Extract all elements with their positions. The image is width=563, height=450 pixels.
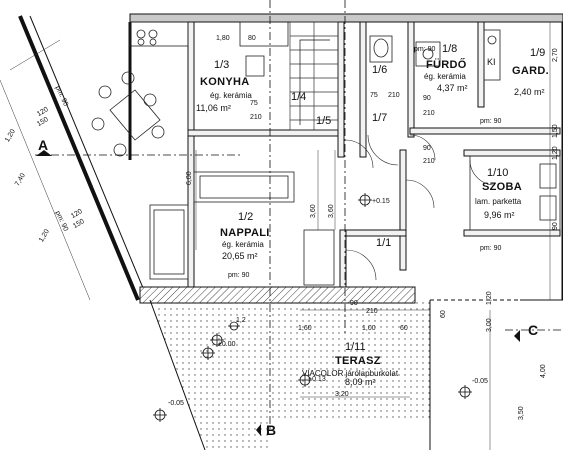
room-id-szoba: 1/10 xyxy=(487,167,509,179)
dim-r-300: 3,00 xyxy=(486,318,493,332)
dim-top-80: 80 xyxy=(248,35,256,42)
dim-210a: 210 xyxy=(250,114,262,121)
dim-terrace-a: 1,2 xyxy=(236,317,246,324)
living-furniture xyxy=(149,171,335,286)
door-swings xyxy=(344,134,496,281)
room-material-szoba: lam. parketta xyxy=(475,197,522,206)
room-id-r15: 1/5 xyxy=(316,115,332,127)
dim-terrace-320: 3,20 xyxy=(335,391,349,398)
dim-600: 6,00 xyxy=(186,171,193,185)
room-name-terasz: TERASZ xyxy=(335,355,381,367)
terrace-paving-right xyxy=(410,300,430,420)
room-name-furdo: FÜRDŐ xyxy=(426,59,467,71)
dim-75b: 75 xyxy=(370,92,378,99)
level-garden: -0.05 xyxy=(168,400,184,407)
room-id-r16: 1/6 xyxy=(372,64,388,76)
staircase xyxy=(289,21,339,131)
level-markers xyxy=(153,193,472,422)
dim-210c: 210 xyxy=(423,110,435,117)
terrace-paving xyxy=(150,300,430,450)
dim-terrace-160: 1,60 xyxy=(298,325,312,332)
room-material-furdo: ég. kerámia xyxy=(424,72,466,81)
dim-360b: 3,60 xyxy=(328,204,335,218)
room-material-terasz: VIACOLOR járólapburkolat xyxy=(302,369,399,378)
dim-terrace-90: 90 xyxy=(350,300,358,307)
room-name-nappali: NAPPALI xyxy=(220,227,270,239)
dim-r-120b: 1,20 xyxy=(486,291,493,305)
level-terrace-a: ±0.00 xyxy=(218,341,236,348)
dining-table xyxy=(91,71,165,157)
room-area-konyha: 11,06 m² xyxy=(196,103,231,113)
dim-75a: 75 xyxy=(250,100,258,107)
room-id-terasz: 1/11 xyxy=(345,341,366,353)
interior-walls xyxy=(187,21,561,288)
room-material-konyha: ég. kerámia xyxy=(210,91,252,100)
dim-210b: 210 xyxy=(388,92,400,99)
dim-pm90-e: pm: 90 xyxy=(480,118,502,125)
section-a-label: A xyxy=(38,137,49,153)
dim-90b: 90 xyxy=(423,145,431,152)
dim-360a: 3,60 xyxy=(310,204,317,218)
dim-r-350: 3,50 xyxy=(518,406,525,420)
level-terrace-c: -0.05 xyxy=(472,378,488,385)
room-area-gard: 2,40 m² xyxy=(514,87,545,97)
dim-r-60: 60 xyxy=(440,310,447,318)
dim-pm90-f: pm: 90 xyxy=(414,46,436,53)
room-area-terasz: 8,09 m² xyxy=(345,377,376,387)
room-id-furdo: 1/8 xyxy=(442,43,458,55)
section-a-arrow xyxy=(36,150,52,156)
bed xyxy=(469,155,561,231)
room-name-gard: GARD. xyxy=(512,65,549,77)
dim-top-180: 1,80 xyxy=(216,35,230,42)
dim-r-120: 1,20 xyxy=(552,146,559,160)
room-name-szoba: SZOBA xyxy=(482,181,522,193)
room-id-konyha: 1/3 xyxy=(214,59,230,71)
section-b-arrow xyxy=(256,424,261,436)
dim-pm90-c: pm: 90 xyxy=(228,272,250,279)
room-material-nappali: ég. kerámia xyxy=(222,240,264,249)
level-terrace-b: +0.13 xyxy=(308,376,326,383)
dim-r-400: 4,00 xyxy=(540,364,547,378)
dim-terrace-60: 60 xyxy=(400,325,408,332)
dim-90a: 90 xyxy=(423,95,431,102)
level-hall: +0.15 xyxy=(372,198,390,205)
dim-terrace-210: 210 xyxy=(366,308,378,315)
room-id-r11: 1/1 xyxy=(376,237,392,249)
dim-terrace-100: 1,00 xyxy=(362,325,376,332)
room-name-konyha: KONYHA xyxy=(200,76,250,88)
dim-210d: 210 xyxy=(423,158,435,165)
bathroom-fixtures xyxy=(369,29,501,81)
dim-pm90-d: pm: 90 xyxy=(480,245,502,252)
room-id-gard: 1/9 xyxy=(530,47,546,59)
room-id-r17: 1/7 xyxy=(372,112,388,124)
dimension-lines xyxy=(0,22,551,450)
room-area-nappali: 20,65 m² xyxy=(222,251,258,261)
kitchen-units xyxy=(129,21,289,77)
room-id-nappali: 1/2 xyxy=(238,211,254,223)
fixture-ki: KI xyxy=(487,57,496,67)
section-c-label: C xyxy=(528,322,539,338)
dim-r-150: 1,50 xyxy=(552,124,559,138)
dim-r-270: 2,70 xyxy=(552,48,559,62)
section-lines xyxy=(35,0,563,430)
dim-r-90: 90 xyxy=(552,222,559,230)
room-area-furdo: 4,37 m² xyxy=(437,83,468,93)
outer-walls xyxy=(18,13,563,450)
room-id-lepcso: 1/4 xyxy=(291,91,307,103)
room-area-szoba: 9,96 m² xyxy=(484,210,515,220)
section-c-arrow xyxy=(514,330,520,342)
section-b-label: B xyxy=(266,422,277,438)
